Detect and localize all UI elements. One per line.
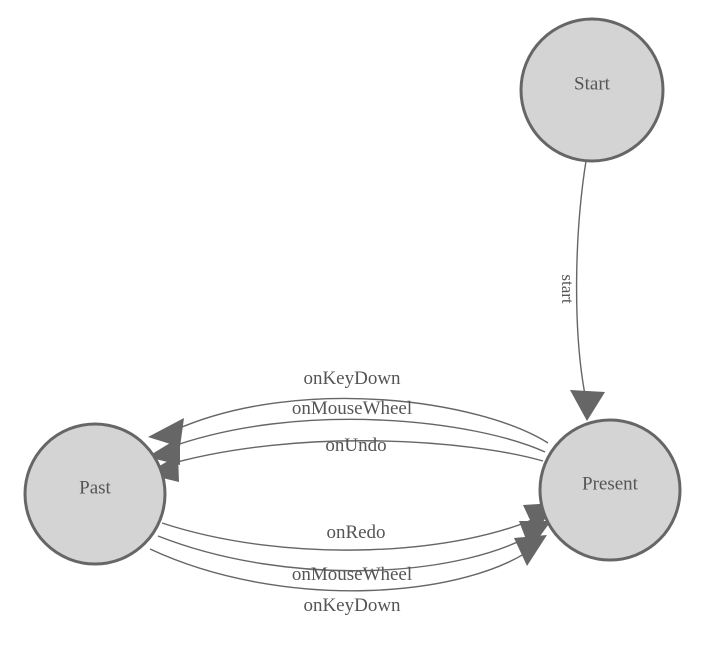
edge-label-start: start <box>558 274 577 304</box>
edge-start-to-present-line <box>575 160 587 401</box>
node-present-label: Present <box>582 473 639 494</box>
edge-present-to-past-onundo-line <box>165 440 544 466</box>
edge-past-to-present-onkeydown[interactable] <box>149 535 547 592</box>
node-start-label: Start <box>574 73 611 94</box>
edge-present-to-past-onkeydown[interactable] <box>148 397 549 447</box>
edge-start-to-present-arrowhead <box>570 390 605 421</box>
edge-label-past-present-onmousewheel: onMouseWheel <box>292 564 412 585</box>
edge-past-to-present-onmousewheel-line <box>157 529 541 572</box>
edge-label-past-present-onredo: onRedo <box>326 522 385 543</box>
node-past[interactable]: Past <box>23 422 167 566</box>
edge-past-to-present-onkeydown-arrowhead <box>514 535 547 566</box>
edge-present-to-past-onkeydown-arrowhead <box>148 418 184 447</box>
node-present[interactable]: Present <box>538 418 682 562</box>
edge-label-past-present-onkeydown: onKeyDown <box>303 595 401 616</box>
node-past-circle <box>23 422 167 566</box>
edge-past-to-present-onkeydown-line <box>149 544 538 592</box>
edge-past-to-present-onmousewheel[interactable] <box>157 521 551 572</box>
edge-past-to-present-onmousewheel-arrowhead <box>519 521 551 550</box>
edge-present-to-past-onmousewheel-line <box>167 418 546 453</box>
edge-past-to-present-onredo-line <box>161 514 544 551</box>
edge-present-to-past-onkeydown-line <box>174 397 549 444</box>
edge-start-to-present[interactable] <box>570 160 605 421</box>
node-start-circle <box>519 17 665 163</box>
node-past-label: Past <box>79 477 111 498</box>
edge-label-present-past-onmousewheel: onMouseWheel <box>292 398 412 419</box>
edge-label-present-past-onkeydown: onKeyDown <box>303 368 401 389</box>
edge-label-present-past-onundo: onUndo <box>325 435 386 456</box>
node-start[interactable]: Start <box>519 17 665 163</box>
node-present-circle <box>538 418 682 562</box>
